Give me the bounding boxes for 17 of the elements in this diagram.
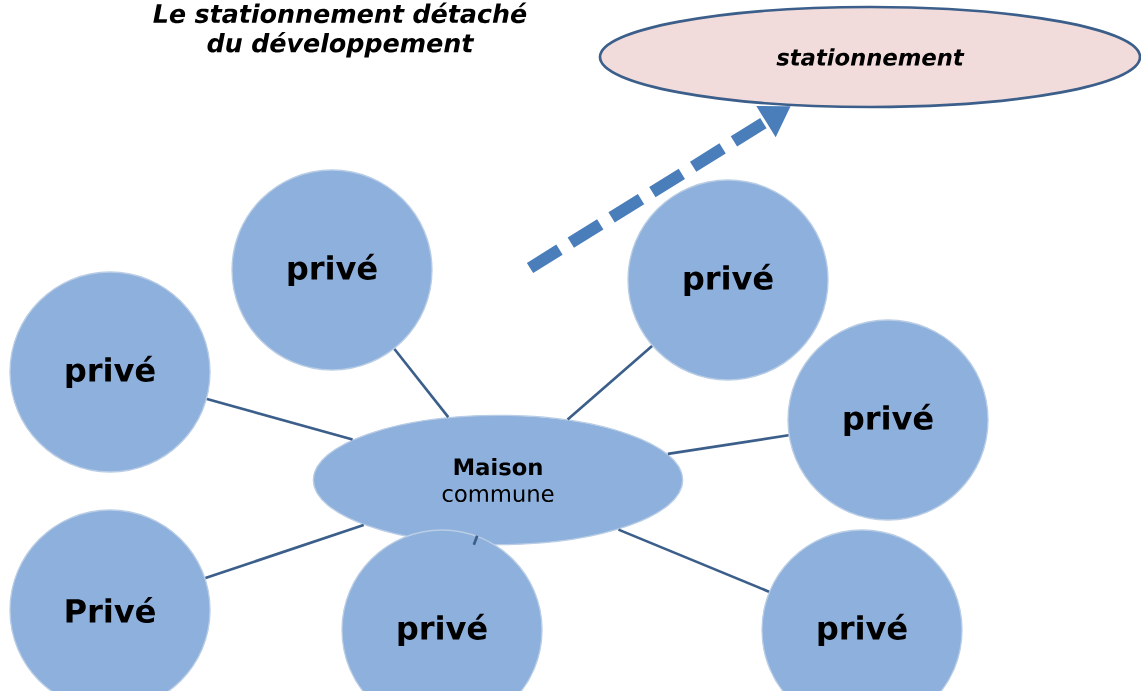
circle-node: privé bbox=[761, 529, 963, 691]
connector-line bbox=[205, 523, 365, 580]
connector-line bbox=[393, 348, 450, 418]
circle-node: privé bbox=[9, 271, 211, 473]
connector-line bbox=[206, 397, 353, 441]
connector-line bbox=[667, 434, 789, 456]
connector-line bbox=[566, 345, 653, 421]
node-label: privé bbox=[398, 613, 487, 647]
title: Le stationnement détaché du développement bbox=[153, 2, 527, 58]
connector-line bbox=[617, 528, 770, 593]
circle-node: privé bbox=[787, 319, 989, 521]
connector-line bbox=[472, 535, 479, 546]
oval-node: stationnement bbox=[598, 5, 1141, 109]
circle-node: Privé bbox=[9, 509, 211, 691]
circle-node: privé bbox=[341, 529, 543, 691]
circle-node: privé bbox=[231, 169, 433, 371]
circle-node: privé bbox=[627, 179, 829, 381]
